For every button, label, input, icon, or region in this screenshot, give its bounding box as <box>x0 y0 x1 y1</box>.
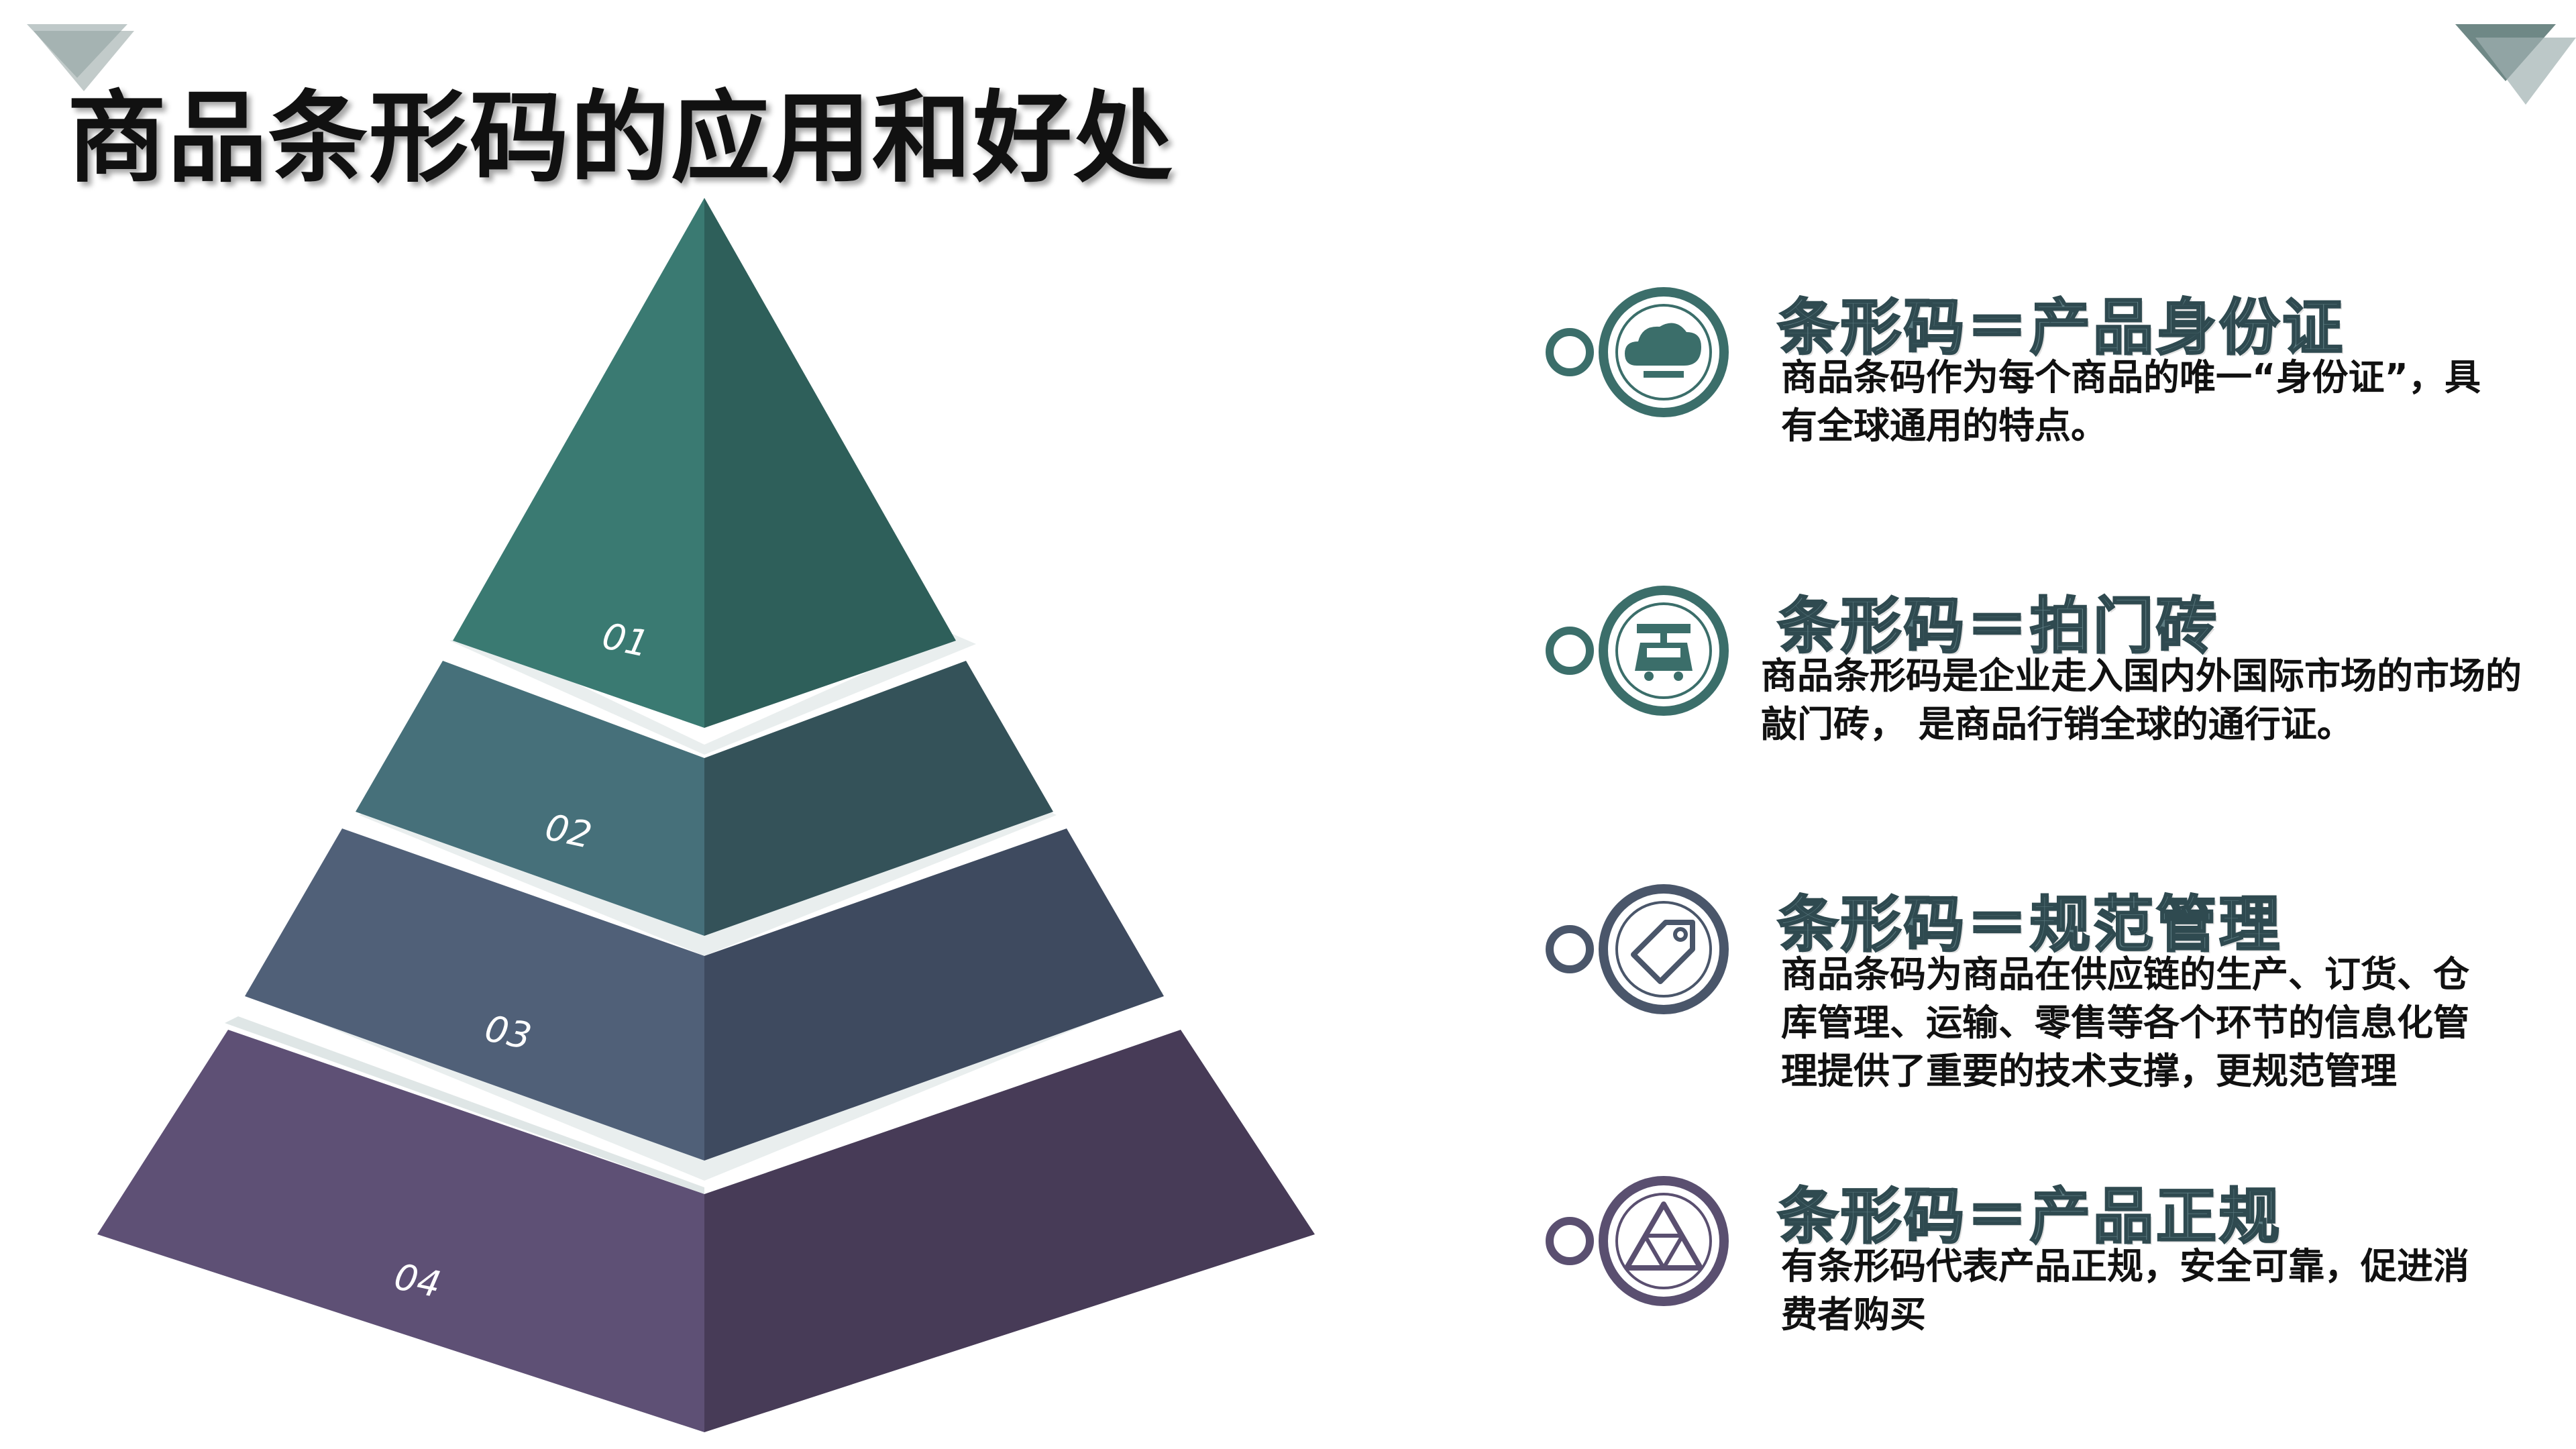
corner-triangle-top-right-icon <box>2455 24 2576 105</box>
benefit-item-identity: 条形码＝产品身份证 商品条码作为每个商品的唯一“身份证”，具有全球通用的特点。 <box>1536 278 2556 480</box>
benefit-heading: 条形码＝产品正规 <box>1777 1181 2282 1253</box>
benefit-heading: 条形码＝拍门砖 <box>1777 590 2219 663</box>
benefit-description: 商品条码为商品在供应链的生产、订货、仓库管理、运输、零售等各个环节的信息化管理提… <box>1781 953 2469 1092</box>
pyramid-level-3: 03 <box>245 828 1164 1161</box>
benefit-item-door-opener: 条形码＝拍门砖 商品条形码是企业走入国内外国际市场的市场的敲门砖， 是商品行销全… <box>1536 577 2556 778</box>
benefit-description: 商品条码作为每个商品的唯一“身份证”，具有全球通用的特点。 <box>1781 356 2481 447</box>
pyramid-level-4-label: 04 <box>390 1255 444 1306</box>
cable-car-icon <box>1546 586 1729 716</box>
benefit-description: 有条形码代表产品正规，安全可靠，促进消费者购买 <box>1781 1245 2469 1336</box>
pyramid-level-2: 02 <box>356 661 1053 936</box>
benefit-item-legitimacy: 条形码＝产品正规 有条形码代表产品正规，安全可靠，促进消费者购买 <box>1536 1167 2556 1368</box>
triangle-icon <box>1546 1176 1729 1306</box>
benefit-description: 商品条形码是企业走入国内外国际市场的市场的敲门砖， 是商品行销全球的通行证。 <box>1761 655 2522 745</box>
page-title: 商品条形码的应用和好处 <box>67 80 1174 196</box>
tag-icon <box>1546 884 1729 1014</box>
corner-triangle-top-left-icon <box>27 24 134 91</box>
cloud-icon <box>1546 287 1729 417</box>
pyramid-diagram: 01 02 03 04 <box>97 198 1315 1432</box>
pyramid-level-4: 04 <box>97 1030 1315 1432</box>
benefit-heading: 条形码＝规范管理 <box>1777 889 2282 961</box>
benefit-heading: 条形码＝产品身份证 <box>1777 292 2345 364</box>
pyramid-level-2-label: 02 <box>541 806 595 857</box>
benefit-item-management: 条形码＝规范管理 商品条码为商品在供应链的生产、订货、仓库管理、运输、零售等各个… <box>1536 875 2556 1092</box>
pyramid-level-3-label: 03 <box>481 1007 535 1058</box>
pyramid-level-1-label: 01 <box>598 614 652 665</box>
pyramid-level-1: 01 <box>453 198 956 728</box>
